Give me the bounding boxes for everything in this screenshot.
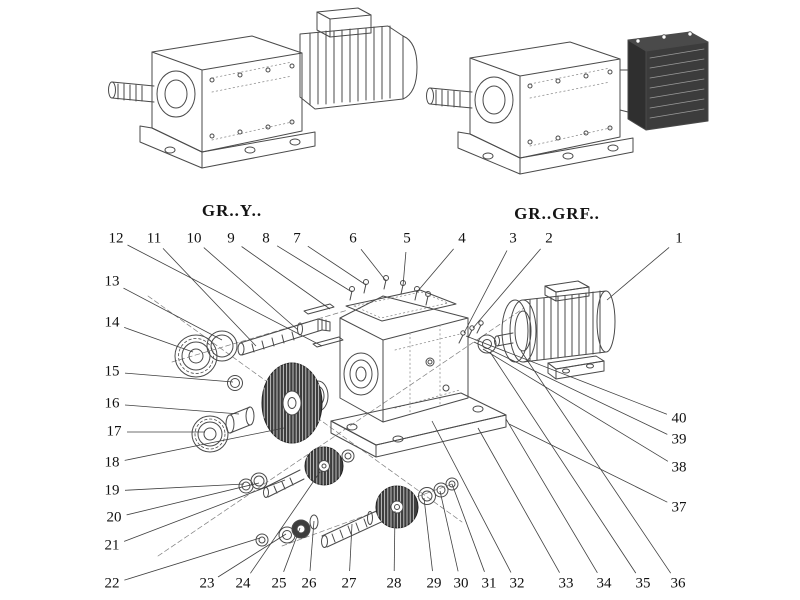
callout-2: 2 (544, 230, 554, 247)
callout-40: 40 (670, 410, 688, 427)
callout-14: 14 (103, 314, 121, 331)
callout-6: 6 (348, 230, 358, 247)
callout-39: 39 (670, 431, 688, 448)
callout-30: 30 (452, 575, 470, 592)
callout-22: 22 (103, 575, 121, 592)
gear-output-bore (394, 504, 400, 510)
retaining-ring-small (341, 449, 355, 463)
callout-16: 16 (103, 395, 121, 412)
key-strips (303, 303, 344, 348)
callout-17: 17 (105, 423, 123, 440)
callout-38: 38 (670, 459, 688, 476)
mounting-feet (457, 131, 634, 175)
gear-small-bore (321, 463, 327, 469)
callout-4: 4 (457, 230, 467, 247)
callout-9: 9 (226, 230, 236, 247)
callout-11: 11 (145, 230, 163, 247)
spacer-ring (227, 375, 243, 391)
callout-15: 15 (103, 363, 121, 380)
callout-1: 1 (674, 230, 684, 247)
callout-21: 21 (103, 537, 121, 554)
callout-26: 26 (300, 575, 318, 592)
variant-label-gr-y: GR..Y.. (201, 201, 263, 220)
callout-18: 18 (103, 454, 121, 471)
callout-3: 3 (508, 230, 518, 247)
variant-label-gr-grf: GR..GRF.. (514, 204, 600, 223)
callout-7: 7 (292, 230, 302, 247)
callout-34: 34 (595, 575, 613, 592)
housing (339, 295, 469, 423)
callout-28: 28 (385, 575, 403, 592)
splined-pinion (263, 469, 305, 498)
bottom-washers (255, 514, 319, 547)
callout-8: 8 (261, 230, 271, 247)
motor (299, 7, 418, 110)
output-bore (343, 352, 379, 396)
callout-23: 23 (198, 575, 216, 592)
terminal-box (316, 7, 372, 38)
leader-lines (123, 244, 672, 581)
input-shaft (237, 318, 331, 356)
callout-10: 10 (185, 230, 203, 247)
callout-37: 37 (670, 499, 688, 516)
output-shaft (108, 81, 155, 103)
ball-bearing-lower (191, 415, 229, 453)
exploded-view (147, 275, 616, 557)
callout-27: 27 (340, 575, 358, 592)
callout-13: 13 (103, 273, 121, 290)
callout-35: 35 (634, 575, 652, 592)
callout-25: 25 (270, 575, 288, 592)
callout-20: 20 (105, 509, 123, 526)
callout-24: 24 (234, 575, 252, 592)
pulley-bore (287, 397, 297, 409)
compact-drive-block (619, 31, 709, 131)
callout-12: 12 (107, 230, 125, 247)
callout-36: 36 (669, 575, 687, 592)
retaining-rings (418, 477, 459, 505)
motor-exploded (501, 280, 616, 380)
mounting-feet (139, 125, 316, 169)
callout-5: 5 (402, 230, 412, 247)
callout-32: 32 (508, 575, 526, 592)
top-cover (345, 289, 457, 322)
small-washers (238, 472, 268, 494)
output-shaft (426, 87, 473, 109)
callout-19: 19 (103, 482, 121, 499)
shaft-washer (206, 330, 238, 362)
callout-33: 33 (557, 575, 575, 592)
assembled-view-gr-grf (426, 31, 709, 175)
assembled-view-gr-y (108, 7, 418, 169)
callout-31: 31 (480, 575, 498, 592)
housing-base (330, 392, 507, 458)
callout-29: 29 (425, 575, 443, 592)
